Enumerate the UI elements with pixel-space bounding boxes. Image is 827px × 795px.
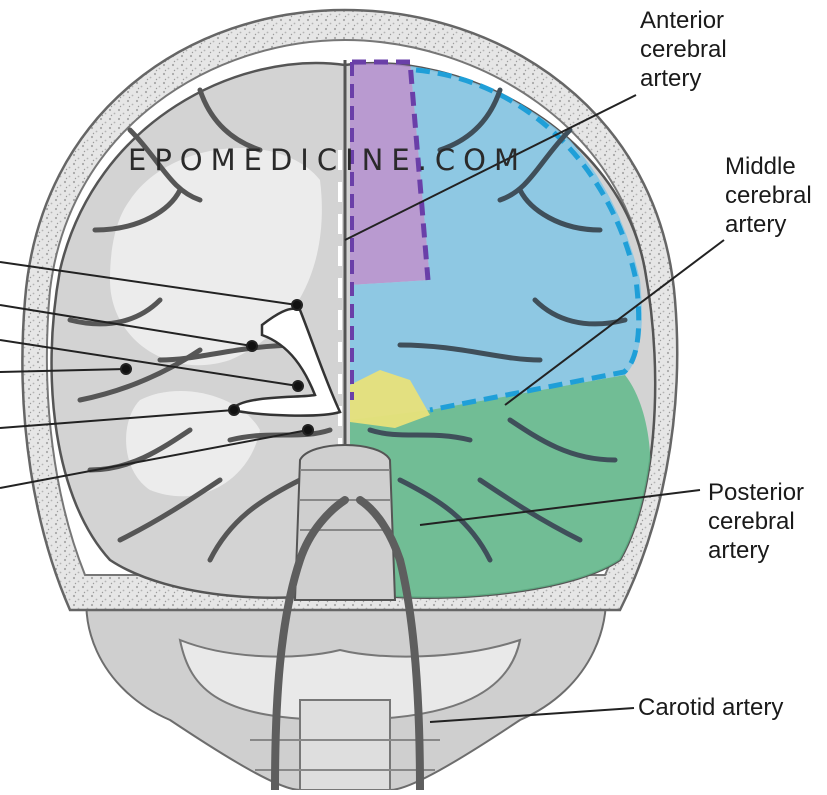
watermark-text: EPOMEDICINE.COM xyxy=(128,143,527,177)
brain xyxy=(52,60,656,600)
label-carotid-artery: Carotid artery xyxy=(638,693,783,722)
label-anterior-cerebral-artery: Anterior cerebral artery xyxy=(640,6,727,93)
label-posterior-cerebral-artery: Posterior cerebral artery xyxy=(708,478,804,565)
label-middle-cerebral-artery: Middle cerebral artery xyxy=(725,152,812,239)
